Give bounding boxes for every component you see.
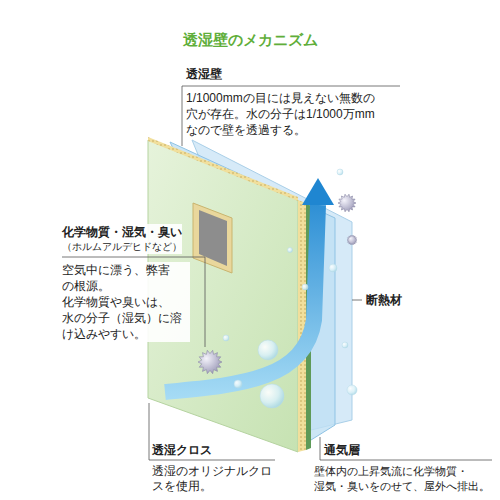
description-text: 透湿のオリジナルクロ スを使用。 xyxy=(152,464,278,494)
chemical-particle xyxy=(338,194,356,212)
window-glass xyxy=(199,210,227,266)
part-name: 断熱材 xyxy=(366,292,402,308)
window-frame xyxy=(193,203,232,273)
particles xyxy=(198,169,357,408)
moisture-bubble xyxy=(234,380,242,388)
description-text: 壁体内の上昇気流に化学物質・ 湿気・臭いをのせて、屋外へ排出。 xyxy=(314,464,496,494)
leader-line xyxy=(149,403,275,460)
leader-line xyxy=(182,86,400,146)
moisture-bubble xyxy=(342,342,348,348)
moisture-bubble xyxy=(258,340,278,360)
moisture-bubble xyxy=(288,248,293,253)
part-name: 通気層 xyxy=(324,442,360,458)
moisture-bubble xyxy=(337,169,343,175)
airflow-arrowhead xyxy=(302,178,334,205)
moisture-bubble xyxy=(260,384,284,408)
part-name: 化学物質・湿気・臭い xyxy=(62,224,182,240)
part-name: 透湿クロス xyxy=(152,442,212,458)
chemical-particle xyxy=(347,235,357,245)
leader-line xyxy=(352,300,362,301)
moisture-bubble xyxy=(223,335,229,341)
description-text: 空気中に漂う、弊害 の根源。 化学物質や臭いは、 水の分子（湿気）に溶 け込みや… xyxy=(62,262,190,342)
part-name: 透湿壁 xyxy=(186,66,222,82)
board-top-edge xyxy=(148,137,298,201)
moisture-bubble xyxy=(347,385,357,395)
title: 透湿壁のメカニズム xyxy=(0,30,500,50)
leader-line xyxy=(62,257,205,347)
chemical-particle xyxy=(198,350,222,373)
description-text: 1/1000mmの目には見えない無数の 穴が存在。水の分子は1/1000万mm … xyxy=(186,90,401,138)
moisture-bubble xyxy=(302,284,308,290)
note-text: （ホルムアルデヒドなど） xyxy=(62,240,182,254)
leader-line xyxy=(320,437,492,460)
moisture-bubble xyxy=(329,264,337,272)
